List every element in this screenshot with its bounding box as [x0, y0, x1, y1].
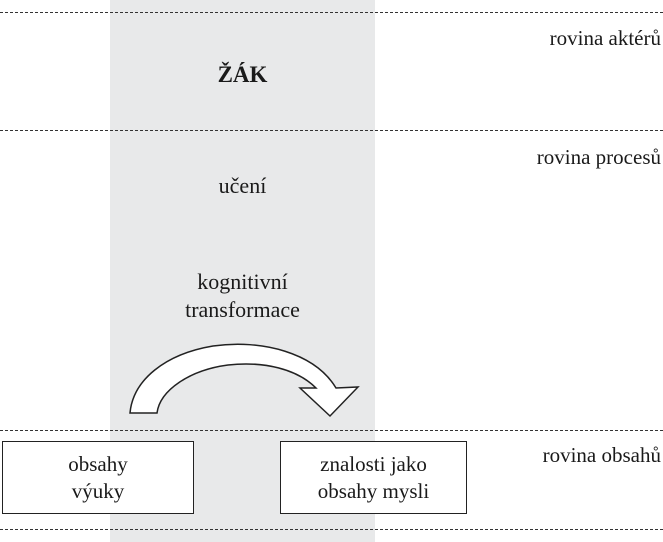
box-teaching-contents: obsahy výuky: [2, 441, 194, 514]
process-learning: učení: [218, 173, 267, 198]
level-label-actors: rovina aktérů: [549, 26, 661, 50]
box-knowledge-contents: znalosti jako obsahy mysli: [280, 441, 467, 514]
top-boundary-line: [0, 12, 663, 13]
processes-contents-divider: [0, 430, 663, 431]
level-label-contents: rovina obsahů: [542, 443, 661, 467]
actor-student: ŽÁK: [217, 62, 268, 87]
actors-processes-divider: [0, 130, 663, 131]
bottom-boundary-line: [0, 529, 663, 530]
box-knowledge-contents-label: znalosti jako obsahy mysli: [317, 451, 430, 503]
box-teaching-contents-label: obsahy výuky: [68, 451, 128, 503]
level-label-processes: rovina procesů: [536, 145, 661, 169]
cognitive-transformation-label: kognitivní transformace: [185, 269, 300, 322]
